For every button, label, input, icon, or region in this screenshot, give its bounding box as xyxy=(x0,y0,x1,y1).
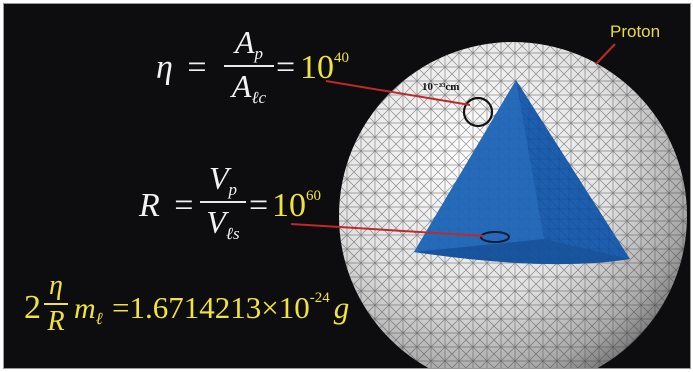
eta-fraction-bar xyxy=(224,65,274,67)
surface-marker xyxy=(462,96,494,128)
pointer-lines xyxy=(290,43,616,237)
eta-rhs-equals: = xyxy=(276,49,296,86)
scale-label: 10⁻³³cm xyxy=(422,81,460,93)
eta-equals: = xyxy=(187,49,207,86)
proton-pointer-line xyxy=(595,43,616,65)
r-pointer-line xyxy=(290,223,485,237)
eta-symbol: η xyxy=(156,49,173,86)
r-numerator: Vp xyxy=(208,160,238,199)
r-rhs-equals: = xyxy=(249,187,269,224)
mass-fraction-num: η xyxy=(49,270,63,301)
eta-numerator: Ap xyxy=(234,24,264,63)
mass-fraction-bar xyxy=(44,303,68,305)
proton-illustration xyxy=(290,42,687,368)
r-equals: = xyxy=(174,187,194,224)
r-value: 1060 xyxy=(272,187,321,224)
eta-value: 1040 xyxy=(300,49,349,86)
mass-fraction-den: R xyxy=(47,306,65,337)
eta-pointer-line xyxy=(325,80,471,106)
interior-marker xyxy=(480,231,510,243)
cutaway-wedge xyxy=(414,80,630,265)
eta-denominator: Aℓc xyxy=(231,68,267,107)
r-denominator: Vℓs xyxy=(206,204,240,243)
r-symbol: R xyxy=(139,187,160,224)
r-fraction-bar xyxy=(200,201,246,203)
mass-coefficient: 2 xyxy=(24,289,41,326)
proton-label: Proton xyxy=(610,22,661,41)
diagram-frame: Proton 10⁻³³cm η = Ap Aℓc = 1040 R = Vp … xyxy=(3,3,691,369)
mass-symbol: mℓ xyxy=(74,292,103,328)
